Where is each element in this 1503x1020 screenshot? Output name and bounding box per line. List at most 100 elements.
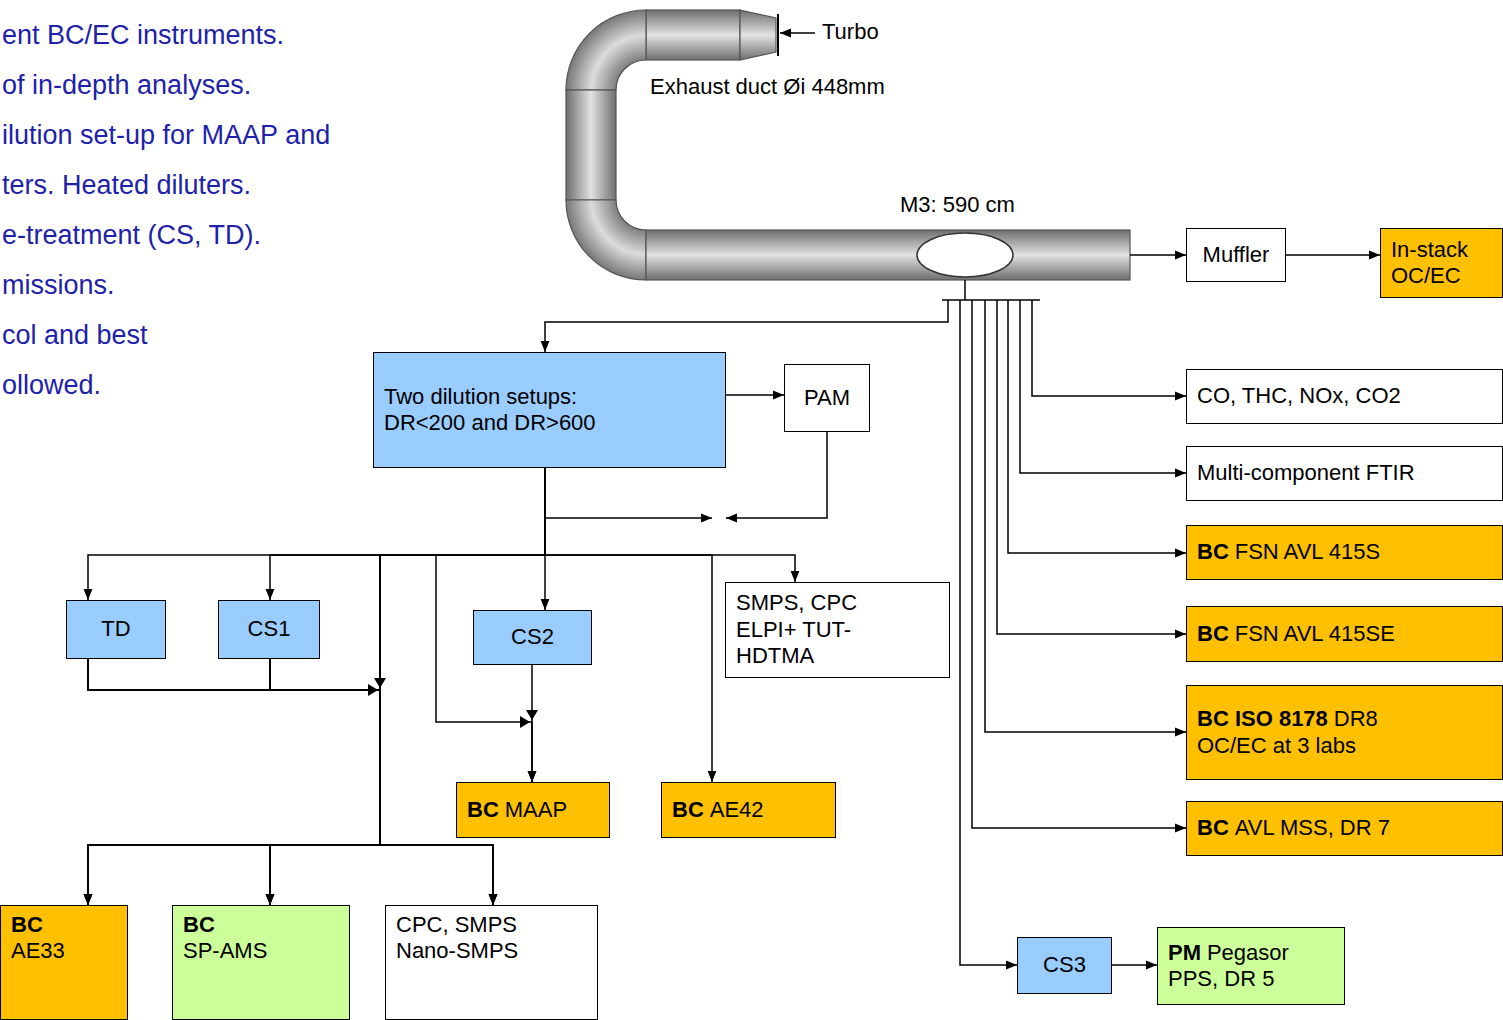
- turbo-flange: [777, 14, 779, 56]
- process-box: In-stack OC/EC: [1380, 228, 1503, 298]
- process-box: BCAVL MSS, DR 7: [1186, 801, 1503, 856]
- probe-line: [997, 300, 1186, 634]
- flow-arrow: [1112, 964, 1157, 966]
- node-text: BC: [1197, 815, 1229, 840]
- sampling-point: [917, 233, 1013, 277]
- duct-elbow: [566, 10, 646, 90]
- flow-arrow: [88, 659, 380, 905]
- process-box: BCAE33: [0, 905, 128, 1020]
- node-text: BC: [467, 797, 499, 822]
- process-box: BCMAAP: [456, 782, 610, 838]
- node-text: FSN AVL 415S: [1235, 539, 1381, 564]
- note-text: M3: 590 cm: [900, 192, 1015, 217]
- flow-arrow: [88, 659, 493, 905]
- node-text: BC ISO 8178: [1197, 706, 1328, 731]
- text-line: BCAVL MSS, DR 7: [1197, 815, 1390, 841]
- duct-bottom: [646, 230, 1130, 280]
- node-text: AE42: [710, 797, 764, 822]
- note-text: ent BC/EC instruments.: [2, 20, 284, 51]
- node-text: BC: [183, 912, 215, 938]
- node-text: Muffler: [1203, 242, 1270, 268]
- process-box: Muffler: [1186, 228, 1286, 282]
- node-text: CS3: [1043, 952, 1086, 978]
- node-text: CO, THC, NOx, CO2: [1197, 383, 1401, 409]
- probe-line: [985, 300, 1186, 732]
- valve-line: [545, 517, 712, 519]
- process-box: CS2: [473, 610, 592, 665]
- duct-to-muffler: [1130, 254, 1186, 256]
- exhaust-duct: [566, 10, 1130, 280]
- node-text: MAAP: [505, 797, 567, 822]
- process-box: BCSP-AMS: [172, 905, 350, 1020]
- process-box: BCFSN AVL 415SE: [1186, 606, 1503, 662]
- flow-arrow: [88, 468, 545, 600]
- node-text: AVL MSS, DR 7: [1235, 815, 1390, 840]
- text-line: BC ISO 8178DR8 OC/EC at 3 labs: [1197, 706, 1412, 759]
- node-text: SP-AMS: [183, 938, 267, 964]
- turbo-arrow: [780, 32, 815, 34]
- probe-line: [1020, 300, 1186, 473]
- flow-arrow: [270, 659, 380, 905]
- process-box: Multi-component FTIR: [1186, 446, 1503, 501]
- note-text: missions.: [2, 270, 115, 301]
- flow-arrow: [270, 468, 545, 905]
- node-text: Two dilution setups: DR<200 and DR>600: [384, 384, 624, 437]
- node-text: CPC, SMPS Nano-SMPS: [396, 912, 546, 965]
- probe-line: [972, 300, 1186, 828]
- process-box: CPC, SMPS Nano-SMPS: [385, 905, 598, 1020]
- process-box: BC ISO 8178DR8 OC/EC at 3 labs: [1186, 685, 1503, 780]
- text-line: BCFSN AVL 415SE: [1197, 621, 1395, 647]
- note-text: Exhaust duct Øi 448mm: [650, 74, 885, 99]
- process-box: Two dilution setups: DR<200 and DR>600: [373, 352, 726, 468]
- node-text: BC: [11, 912, 43, 938]
- process-box: BCFSN AVL 415S: [1186, 525, 1503, 580]
- probe-lines: [545, 33, 1186, 965]
- text-line: BCAE42: [672, 797, 764, 823]
- node-text: BC: [1197, 621, 1229, 646]
- node-text: PM: [1168, 940, 1201, 965]
- node-text: In-stack OC/EC: [1391, 237, 1491, 290]
- probe-manifold: [942, 299, 1040, 301]
- node-text: BC: [1197, 539, 1229, 564]
- duct-top: [646, 10, 740, 60]
- flow-arrow: [88, 468, 545, 905]
- flow-arrow: [726, 394, 784, 396]
- node-text: BC: [672, 797, 704, 822]
- node-text: SMPS, CPC ELPI+ TUT-HDTMA: [736, 590, 886, 669]
- process-box: CO, THC, NOx, CO2: [1186, 369, 1503, 424]
- flow-arrow: [1286, 254, 1380, 256]
- flow-arrow: [545, 468, 795, 582]
- flow-arrow: [88, 659, 380, 905]
- note-text: e-treatment (CS, TD).: [2, 220, 261, 251]
- note-text: ters. Heated diluters.: [2, 170, 251, 201]
- node-text: Multi-component FTIR: [1197, 460, 1415, 486]
- duct-elbow: [566, 200, 646, 280]
- flow-arrow: [88, 659, 380, 905]
- process-box: BCAE42: [661, 782, 836, 838]
- process-box: PAM: [784, 364, 870, 432]
- note-text: col and best: [2, 320, 148, 351]
- process-box: CS3: [1017, 937, 1112, 994]
- probe-line: [545, 300, 948, 352]
- note-text: ollowed.: [2, 370, 101, 401]
- node-text: CS2: [511, 624, 554, 650]
- process-box: SMPS, CPC ELPI+ TUT-HDTMA: [725, 582, 950, 678]
- process-box: PMPegasor PPS, DR 5: [1157, 927, 1345, 1005]
- flow-arrow: [380, 468, 545, 905]
- node-text: AE33: [11, 938, 65, 964]
- node-text: PAM: [804, 385, 850, 411]
- text-line: PMPegasor PPS, DR 5: [1168, 940, 1318, 993]
- flow-arrow: [270, 468, 545, 600]
- note-text: ilution set-up for MAAP and: [2, 120, 330, 151]
- text-line: BCFSN AVL 415S: [1197, 539, 1380, 565]
- duct-vertical: [566, 90, 616, 200]
- pam-return: [726, 432, 827, 518]
- note-text: Turbo: [822, 19, 879, 44]
- node-text: TD: [101, 616, 130, 642]
- note-text: of in-depth analyses.: [2, 70, 251, 101]
- node-text: FSN AVL 415SE: [1235, 621, 1395, 646]
- merge-arrowheads: [368, 678, 538, 728]
